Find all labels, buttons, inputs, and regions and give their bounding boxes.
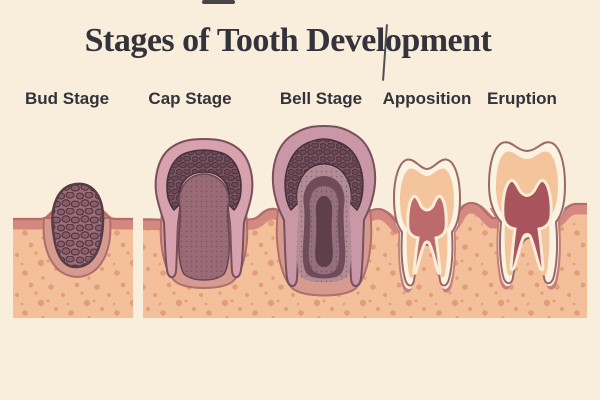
stage-label-apposition: Apposition — [382, 89, 472, 108]
pulp — [406, 194, 448, 275]
pulp — [501, 178, 553, 272]
stage-label-bell: Bell Stage — [279, 89, 363, 108]
diagram-title: Stages of Tooth Development — [84, 22, 492, 59]
bell-stage-illustration — [271, 125, 377, 297]
stage-label-cap: Cap Stage — [148, 89, 232, 108]
stage-label-eruption: Eruption — [487, 89, 557, 108]
apposition-illustration — [389, 158, 465, 293]
stage-label-bud: Bud Stage — [24, 89, 110, 108]
eruption-illustration — [484, 141, 570, 290]
bud-stage-illustration — [42, 182, 112, 279]
ink-mark-top — [202, 0, 235, 4]
tooth-bud — [51, 182, 105, 269]
cap-stage-illustration — [154, 138, 254, 289]
